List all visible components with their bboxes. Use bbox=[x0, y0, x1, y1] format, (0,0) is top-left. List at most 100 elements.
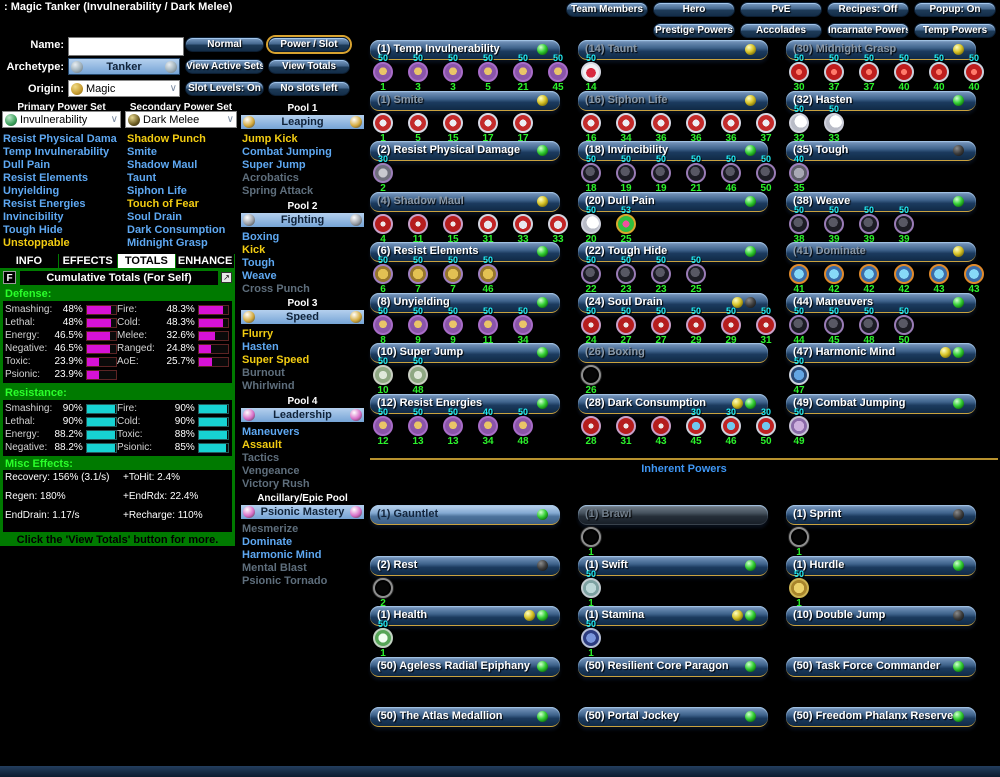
enhancement-slot[interactable] bbox=[443, 264, 463, 284]
team-members-button[interactable]: Team Members bbox=[566, 2, 648, 17]
enhancement-slot[interactable] bbox=[373, 314, 393, 335]
power-bar-hurdle[interactable]: (1) Hurdle bbox=[786, 555, 976, 576]
enhancement-slot[interactable] bbox=[789, 415, 809, 436]
power-led-yellow[interactable] bbox=[745, 94, 756, 106]
pool-power-item-mental-blast[interactable]: Mental Blast bbox=[242, 562, 307, 574]
enhancement-slot[interactable] bbox=[478, 264, 498, 284]
enhancement-slot[interactable] bbox=[824, 314, 844, 335]
enhancement-slot[interactable] bbox=[894, 62, 914, 82]
power-list-item-temp-invulnerability[interactable]: Temp Invulnerability bbox=[3, 146, 110, 158]
power-bar-resist-elements[interactable]: (6) Resist Elements bbox=[370, 242, 560, 262]
enhancement-slot[interactable] bbox=[581, 365, 601, 385]
enhancement-slot[interactable] bbox=[616, 112, 636, 133]
power-led-green[interactable] bbox=[745, 397, 756, 409]
enhancement-slot[interactable] bbox=[616, 264, 636, 284]
secondary-set-select[interactable]: Dark Melee ∨ bbox=[125, 111, 237, 128]
power-bar-swift[interactable]: (1) Swift bbox=[578, 555, 768, 576]
pool-power-item-acrobatics[interactable]: Acrobatics bbox=[242, 172, 299, 184]
power-led-dark[interactable] bbox=[537, 559, 548, 571]
pool-prev-icon[interactable] bbox=[243, 506, 255, 518]
pool-power-item-vengeance[interactable]: Vengeance bbox=[242, 464, 300, 477]
power-led-green[interactable] bbox=[953, 559, 964, 571]
enhancement-slot[interactable] bbox=[964, 62, 984, 82]
power-led-yellow[interactable] bbox=[940, 347, 951, 358]
power-list-item-smite[interactable]: Smite bbox=[127, 146, 157, 158]
power-list-item-dull-pain[interactable]: Dull Pain bbox=[3, 159, 51, 171]
power-led-green[interactable] bbox=[537, 44, 548, 55]
power-led-green[interactable] bbox=[953, 195, 964, 207]
power-led-dark[interactable] bbox=[953, 610, 964, 621]
enhancement-slot[interactable] bbox=[894, 213, 914, 234]
power-led-green[interactable] bbox=[537, 610, 548, 621]
recipes-off-button[interactable]: Recipes: Off bbox=[827, 2, 909, 17]
power-bar-shadow-maul[interactable]: (4) Shadow Maul bbox=[370, 191, 560, 212]
prestige-powers-button[interactable]: Prestige Powers bbox=[653, 23, 735, 38]
pool-power-item-psionic-tornado[interactable]: Psionic Tornado bbox=[242, 575, 328, 587]
view-totals-button[interactable]: View Totals bbox=[268, 59, 350, 74]
view-active-sets-button[interactable]: View Active Sets bbox=[185, 59, 264, 74]
enhancement-slot[interactable] bbox=[929, 264, 949, 284]
power-list-item-resist-physical-dama[interactable]: Resist Physical Dama bbox=[3, 133, 117, 145]
power-bar-tough[interactable]: (35) Tough bbox=[786, 141, 976, 161]
enhancement-slot[interactable] bbox=[373, 577, 393, 598]
pool-power-item-kick[interactable]: Kick bbox=[242, 243, 266, 256]
enhancement-slot[interactable] bbox=[651, 163, 671, 183]
pool-power-item-cross-punch[interactable]: Cross Punch bbox=[242, 282, 310, 295]
pool-prev-icon[interactable] bbox=[243, 311, 255, 323]
pool-select-speed[interactable]: Speed bbox=[240, 309, 365, 325]
enhancement-slot[interactable] bbox=[373, 213, 393, 234]
enhancement-slot[interactable] bbox=[513, 314, 533, 335]
normal-button[interactable]: Normal bbox=[185, 37, 264, 52]
enhancement-slot[interactable] bbox=[581, 628, 601, 648]
power-led-green[interactable] bbox=[953, 660, 964, 672]
power-bar-invincibility[interactable]: (18) Invincibility bbox=[578, 141, 768, 161]
power-bar-resist-physical-damage[interactable]: (2) Resist Physical Damage bbox=[370, 141, 560, 161]
enhancement-slot[interactable] bbox=[824, 213, 844, 234]
power-led-green[interactable] bbox=[537, 296, 548, 308]
enhancement-slot[interactable] bbox=[443, 314, 463, 335]
enhancement-slot[interactable] bbox=[789, 527, 809, 547]
enhancement-slot[interactable] bbox=[721, 112, 741, 133]
power-led-green[interactable] bbox=[745, 246, 756, 257]
power-bar-portal-jockey[interactable]: (50) Portal Jockey bbox=[578, 707, 768, 727]
power-led-green[interactable] bbox=[745, 145, 756, 156]
enhancement-slot[interactable] bbox=[789, 264, 809, 284]
power-bar-freedom-phalanx-reserve[interactable]: (50) Freedom Phalanx Reserve bbox=[786, 707, 976, 727]
archetype-selector[interactable]: Tanker bbox=[68, 58, 180, 75]
power-bar-ageless-radial-epiphany[interactable]: (50) Ageless Radial Epiphany bbox=[370, 656, 560, 677]
hero-button[interactable]: Hero bbox=[653, 2, 735, 17]
power-list-item-siphon-life[interactable]: Siphon Life bbox=[127, 185, 187, 197]
collapse-icon[interactable]: ↗ bbox=[221, 272, 232, 283]
enhancement-slot[interactable] bbox=[478, 314, 498, 335]
enhancement-slot[interactable] bbox=[373, 415, 393, 436]
pool-prev-icon[interactable] bbox=[243, 408, 255, 421]
pool-power-item-boxing[interactable]: Boxing bbox=[242, 230, 280, 243]
enhancement-slot[interactable] bbox=[581, 577, 601, 598]
enhancement-slot[interactable] bbox=[408, 62, 428, 82]
enhancement-slot[interactable] bbox=[443, 62, 463, 82]
enhancement-slot[interactable] bbox=[581, 415, 601, 436]
tab-info[interactable]: INFO bbox=[0, 254, 58, 268]
power-led-green[interactable] bbox=[953, 397, 964, 409]
incarnate-powers-button[interactable]: Incarnate Powers bbox=[827, 23, 909, 38]
enhancement-slot[interactable] bbox=[721, 163, 741, 183]
enhancement-slot[interactable] bbox=[616, 314, 636, 335]
enhancement-slot[interactable] bbox=[651, 112, 671, 133]
pool-power-item-spring-attack[interactable]: Spring Attack bbox=[242, 185, 314, 197]
enhancement-slot[interactable] bbox=[789, 62, 809, 82]
pool-prev-icon[interactable] bbox=[243, 116, 255, 128]
pool-select-fighting[interactable]: Fighting bbox=[240, 211, 365, 228]
power-led-dark[interactable] bbox=[745, 296, 756, 308]
enhancement-slot[interactable] bbox=[513, 112, 533, 133]
enhancement-slot[interactable] bbox=[859, 62, 879, 82]
power-bar-smite[interactable]: (1) Smite bbox=[370, 90, 560, 111]
enhancement-slot[interactable] bbox=[789, 163, 809, 183]
pool-power-item-whirlwind[interactable]: Whirlwind bbox=[242, 380, 295, 392]
enhancement-slot[interactable] bbox=[789, 577, 809, 598]
enhancement-slot[interactable] bbox=[581, 314, 601, 335]
enhancement-slot[interactable] bbox=[789, 213, 809, 234]
f-button[interactable]: F bbox=[3, 271, 16, 284]
power-bar-hasten[interactable]: (32) Hasten bbox=[786, 90, 976, 111]
power-bar-tough-hide[interactable]: (22) Tough Hide bbox=[578, 242, 768, 262]
power-bar-midnight-grasp[interactable]: (30) Midnight Grasp bbox=[786, 40, 976, 60]
